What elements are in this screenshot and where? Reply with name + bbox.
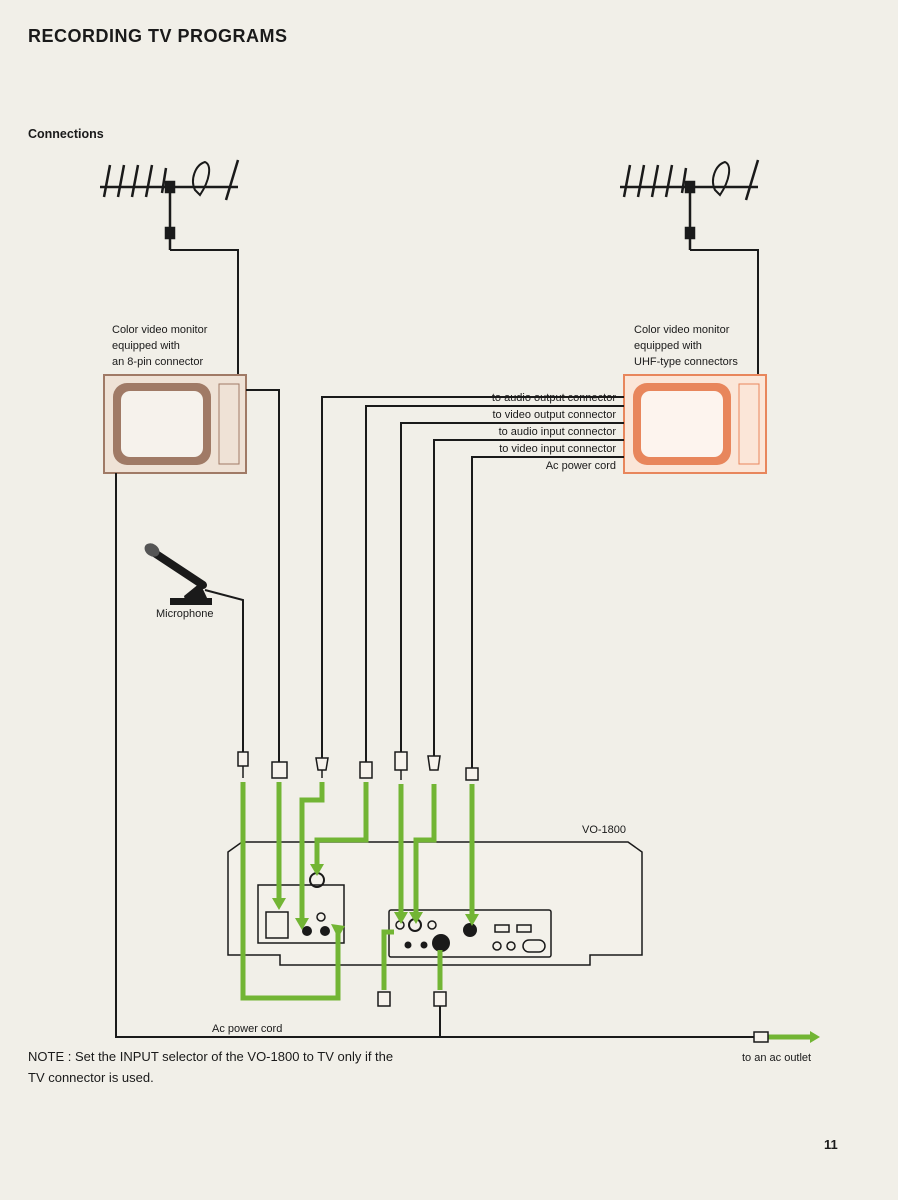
green-cable-routes: [240, 782, 810, 1040]
left-antenna: [100, 159, 240, 388]
outlet-plug: [753, 1031, 769, 1043]
left-monitor: [103, 374, 247, 474]
cable-label-audio-input: to audio input connector: [498, 426, 616, 438]
bottom-power-label: Ac power cord: [212, 1023, 283, 1035]
microphone-label: Microphone: [156, 608, 214, 620]
section-title: Connections: [28, 127, 104, 141]
cable-label-video-input: to video input connector: [499, 443, 616, 455]
cable-plugs: [237, 751, 479, 1007]
microphone: [144, 543, 244, 752]
cable-label-audio-output: to audio output connector: [491, 392, 616, 404]
cable-label-power-cord: Ac power cord: [545, 460, 616, 472]
deck-label: VO-1800: [582, 824, 627, 836]
right-monitor-label: Color video monitor equipped with UHF-ty…: [634, 324, 738, 368]
page-title: RECORDING TV PROGRAMS: [28, 26, 288, 46]
cable-label-video-output: to video output connector: [492, 409, 616, 421]
right-monitor: [623, 374, 767, 474]
right-antenna: [620, 159, 760, 378]
outlet-label: to an ac outlet: [742, 1052, 812, 1064]
left-monitor-label: Color video monitor equipped with an 8-p…: [112, 324, 208, 368]
vo-1800-deck: [227, 841, 643, 966]
monitor-wires: [115, 389, 760, 1038]
note-text: NOTE : Set the INPUT selector of the VO-…: [28, 1049, 394, 1085]
cable-arrows: [272, 864, 820, 1043]
page-number: 11: [824, 1137, 838, 1152]
